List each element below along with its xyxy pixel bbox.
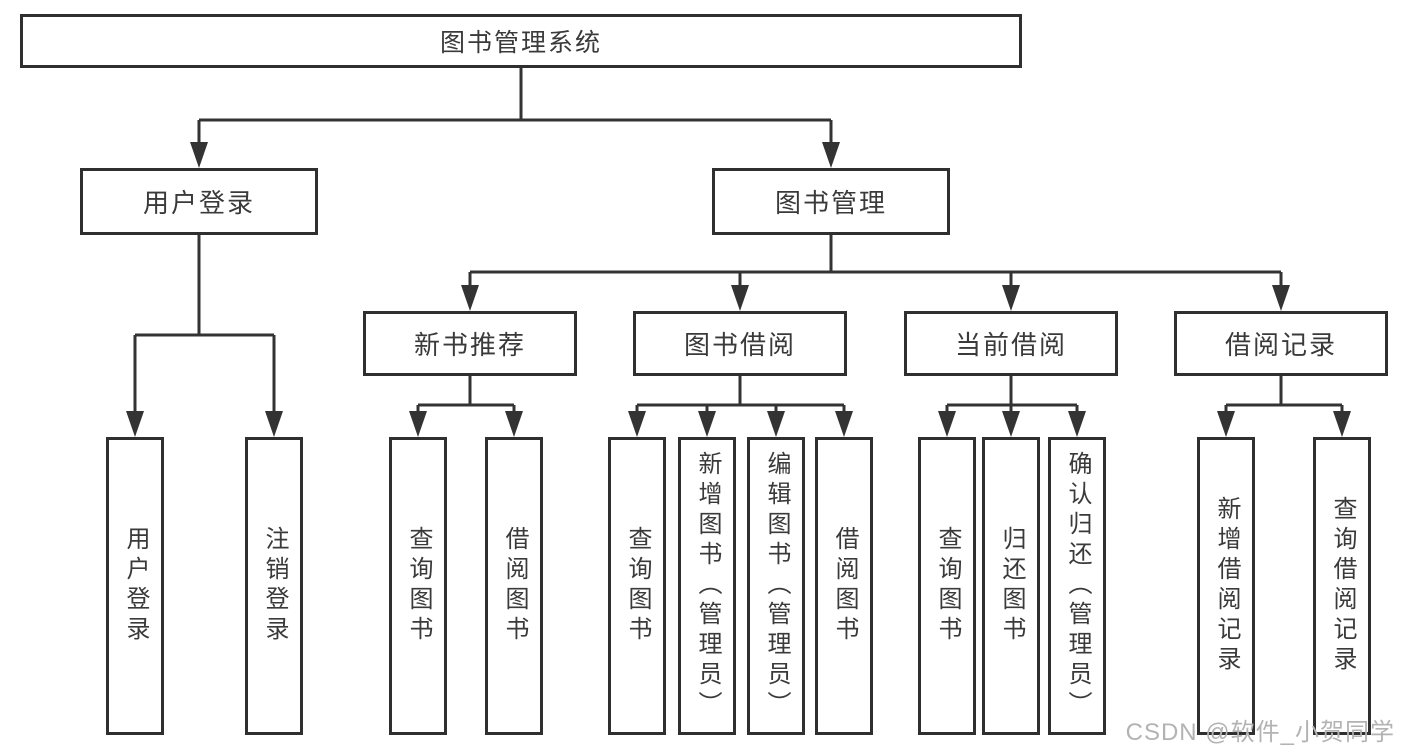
node-user-login-group: 用户登录 [80, 168, 318, 235]
node-book-management: 图书管理 [712, 168, 950, 235]
node-leaf-borrowing-edit-books-label: 编辑图书（管理员） [763, 451, 790, 721]
node-leaf-records-add-record: 新增借阅记录 [1197, 437, 1255, 735]
node-leaf-borrowing-edit-books: 编辑图书（管理员） [747, 437, 805, 735]
node-leaf-records-query-record-label: 查询借阅记录 [1329, 496, 1356, 676]
node-leaf-borrowing-borrow-books: 借阅图书 [815, 437, 873, 735]
node-current-borrowing-label: 当前借阅 [954, 330, 1067, 360]
node-book-borrowing-label: 图书借阅 [683, 330, 796, 360]
node-book-borrowing: 图书借阅 [633, 311, 847, 376]
arrowheads [126, 142, 1351, 437]
node-new-book-recommend: 新书推荐 [363, 311, 577, 376]
node-leaf-recommend-query-books-label: 查询图书 [405, 526, 432, 646]
node-leaf-current-confirm-return: 确认归还（管理员） [1048, 437, 1106, 735]
node-leaf-borrowing-borrow-books-label: 借阅图书 [831, 526, 858, 646]
node-leaf-user-login: 用户登录 [106, 437, 164, 735]
node-borrowing-records-label: 借阅记录 [1224, 330, 1337, 360]
csdn-watermark: CSDN @软件_小贺同学 [1125, 719, 1395, 746]
node-book-management-label: 图书管理 [774, 188, 887, 218]
node-leaf-logout-login-label: 注销登录 [261, 526, 288, 646]
node-leaf-recommend-borrow-books-label: 借阅图书 [501, 526, 528, 646]
node-borrowing-records: 借阅记录 [1174, 311, 1388, 376]
node-leaf-current-query-books: 查询图书 [918, 437, 976, 735]
node-leaf-records-add-record-label: 新增借阅记录 [1213, 496, 1240, 676]
node-leaf-current-confirm-return-label: 确认归还（管理员） [1064, 451, 1091, 721]
node-leaf-current-return-books-label: 归还图书 [998, 526, 1025, 646]
node-leaf-borrowing-add-books-label: 新增图书（管理员） [694, 451, 721, 721]
node-leaf-recommend-query-books: 查询图书 [389, 437, 447, 735]
node-current-borrowing: 当前借阅 [904, 311, 1118, 376]
node-leaf-borrowing-query-books: 查询图书 [608, 437, 666, 735]
node-leaf-borrowing-add-books: 新增图书（管理员） [678, 437, 736, 735]
node-leaf-logout-login: 注销登录 [245, 437, 303, 735]
node-user-login-group-label: 用户登录 [142, 188, 255, 218]
node-root: 图书管理系统 [20, 14, 1022, 68]
node-leaf-borrowing-query-books-label: 查询图书 [624, 526, 651, 646]
node-root-label: 图书管理系统 [439, 29, 602, 57]
node-leaf-current-return-books: 归还图书 [982, 437, 1040, 735]
node-leaf-recommend-borrow-books: 借阅图书 [485, 437, 543, 735]
node-leaf-user-login-label: 用户登录 [122, 526, 149, 646]
node-leaf-records-query-record: 查询借阅记录 [1313, 437, 1371, 735]
node-leaf-current-query-books-label: 查询图书 [934, 526, 961, 646]
node-new-book-recommend-label: 新书推荐 [413, 330, 526, 360]
